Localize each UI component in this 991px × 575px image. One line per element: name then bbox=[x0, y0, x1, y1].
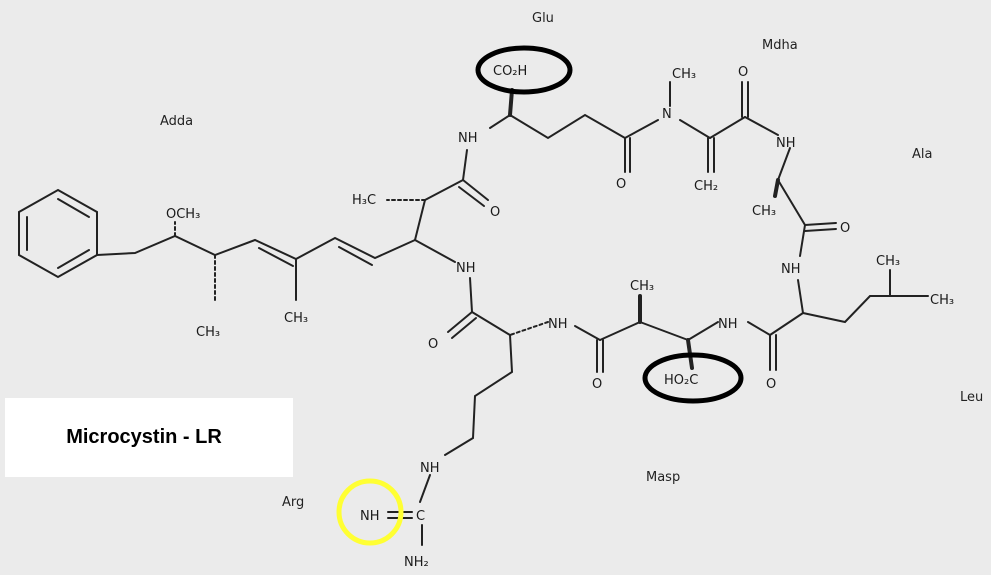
mdha-ch3-label: CH₃ bbox=[672, 67, 696, 82]
arg-guanidino-highlight-circle bbox=[336, 478, 404, 546]
masp-ho2c-label: HO₂C bbox=[664, 373, 698, 388]
leu-ch3-right-label: CH₃ bbox=[930, 293, 954, 308]
arg-imine-nh-label: NH bbox=[360, 509, 380, 524]
mdha-c-co bbox=[709, 116, 746, 139]
leu-ch3-up-label: CH₃ bbox=[876, 254, 900, 269]
adda-alpha-bond bbox=[414, 199, 426, 241]
adda-h3c-label: H₃C bbox=[352, 193, 376, 208]
arg-nh2-label: NH₂ bbox=[404, 555, 429, 570]
adda-co-double bbox=[462, 179, 489, 201]
glu-nh-label: NH bbox=[458, 131, 478, 146]
residue-adda: Adda bbox=[160, 114, 193, 129]
residue-mdha: Mdha bbox=[762, 38, 798, 53]
adda-nh-bond bbox=[414, 239, 456, 263]
ala-nh-alpha bbox=[777, 147, 791, 181]
bond-lines bbox=[18, 81, 929, 546]
phenyl-inner-bonds bbox=[57, 198, 90, 218]
masp-o-label: O bbox=[592, 377, 602, 392]
adda-ch3-1-label: CH₃ bbox=[196, 325, 220, 340]
mdha-n-label: N bbox=[662, 107, 672, 122]
ala-co bbox=[804, 222, 837, 226]
masp-nh-alpha bbox=[687, 321, 719, 341]
glu-co2h-label: CO₂H bbox=[493, 64, 527, 79]
masp-ch3-label: CH₃ bbox=[630, 279, 654, 294]
highlights bbox=[336, 45, 744, 546]
glu-carbonyl-o: O bbox=[616, 177, 626, 192]
arg-c-label: C bbox=[416, 509, 425, 524]
ala-nh-label: NH bbox=[781, 262, 801, 277]
masp-nh-label: NH bbox=[548, 317, 568, 332]
leu-alpha-co bbox=[769, 312, 804, 336]
masp-co-nh bbox=[574, 325, 601, 341]
arg-nh-alpha bbox=[509, 321, 549, 336]
adda-och3-label: OCH₃ bbox=[166, 207, 200, 222]
arg-alpha-co bbox=[471, 311, 511, 336]
arg-side-nh-label: NH bbox=[420, 461, 440, 476]
arg-co-2 bbox=[451, 317, 477, 339]
masp-carboxyl-highlight-ellipse bbox=[642, 352, 744, 404]
glu-n bbox=[624, 119, 659, 139]
phenyl-inner-bonds-2 bbox=[57, 249, 90, 269]
residue-leu: Leu bbox=[960, 390, 983, 405]
glu-chain bbox=[509, 113, 626, 140]
adda-chain bbox=[96, 234, 416, 261]
ala-o-label: O bbox=[840, 221, 850, 236]
adda-co-bond bbox=[424, 179, 464, 201]
atom-labels: CO₂H NH O N CH₃ CH₂ O NH CH₃ O NH CH₃ CH… bbox=[166, 64, 954, 570]
arg-co bbox=[447, 311, 473, 333]
glu-nh-alpha bbox=[489, 114, 511, 129]
arg-side-chain bbox=[444, 334, 514, 456]
mdha-nh bbox=[744, 116, 779, 136]
arg-nh-label: NH bbox=[456, 261, 476, 276]
arg-o-label: O bbox=[428, 337, 438, 352]
ala-co-2 bbox=[804, 228, 837, 232]
mdha-nh-label: NH bbox=[776, 136, 796, 151]
residue-ala: Ala bbox=[912, 147, 932, 162]
mdha-o-label: O bbox=[738, 65, 748, 80]
phenyl-ring bbox=[18, 188, 98, 279]
arg-co-nh bbox=[469, 277, 473, 313]
glu-co2h-bond bbox=[508, 88, 514, 117]
adda-o-label: O bbox=[490, 205, 500, 220]
mdha-ch2-label: CH₂ bbox=[694, 179, 718, 194]
title-box: Microcystin - LR bbox=[5, 398, 293, 477]
mdha-n-c bbox=[679, 119, 711, 139]
ala-ch3 bbox=[773, 178, 780, 198]
residue-labels: Glu Mdha Adda Ala Leu Masp Arg bbox=[160, 11, 983, 510]
residue-arg: Arg bbox=[282, 495, 304, 510]
leu-side bbox=[802, 295, 909, 324]
double-bond-1 bbox=[258, 247, 294, 267]
adda-nh-glu bbox=[462, 149, 468, 181]
leu-nh-label: NH bbox=[718, 317, 738, 332]
arg-nh-c bbox=[419, 474, 431, 503]
masp-alpha-beta bbox=[639, 321, 689, 341]
glu-carboxyl-highlight-ellipse bbox=[475, 45, 573, 95]
ala-co-nh bbox=[799, 224, 806, 257]
leu-nh-alpha bbox=[797, 279, 804, 314]
residue-glu: Glu bbox=[532, 11, 554, 26]
adda-ch3-2-label: CH₃ bbox=[284, 311, 308, 326]
ala-ch3-label: CH₃ bbox=[752, 204, 776, 219]
ala-alpha-co bbox=[777, 179, 806, 226]
leu-nh bbox=[747, 321, 771, 336]
leu-o-label: O bbox=[766, 377, 776, 392]
masp-beta-co bbox=[599, 321, 641, 341]
adda-co-double-2 bbox=[458, 186, 485, 207]
double-bond-2 bbox=[338, 246, 373, 266]
residue-masp: Masp bbox=[646, 470, 680, 485]
diagram-title: Microcystin - LR bbox=[66, 426, 222, 448]
